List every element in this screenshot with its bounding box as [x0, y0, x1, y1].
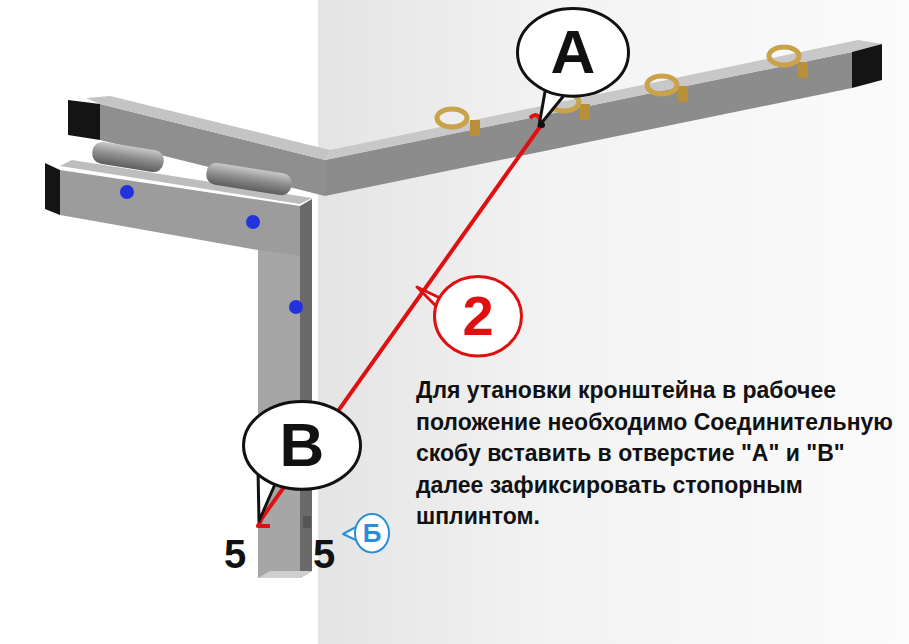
- bubble-outline: [518, 8, 629, 96]
- callout-text: Б: [363, 520, 382, 546]
- bubble-outline: [244, 401, 361, 489]
- callout-text: 2: [462, 288, 493, 344]
- lower-bracket: [45, 141, 312, 578]
- bubble-outline: [435, 276, 522, 355]
- callout-letter: B: [242, 400, 362, 491]
- callout-text: A: [551, 21, 596, 83]
- callout-text: B: [280, 414, 325, 476]
- dimension-label: 5: [224, 534, 246, 574]
- callout-letter: Б: [354, 513, 390, 553]
- bubble-outline: [355, 514, 389, 552]
- instruction-note: Для утановки кронштейна в рабочее положе…: [416, 375, 904, 533]
- upper-rail: [68, 40, 882, 196]
- dimension-label: 5: [313, 534, 335, 574]
- callout-letter: A: [516, 7, 630, 98]
- wall: [318, 0, 909, 644]
- callout-number: 2: [433, 275, 523, 357]
